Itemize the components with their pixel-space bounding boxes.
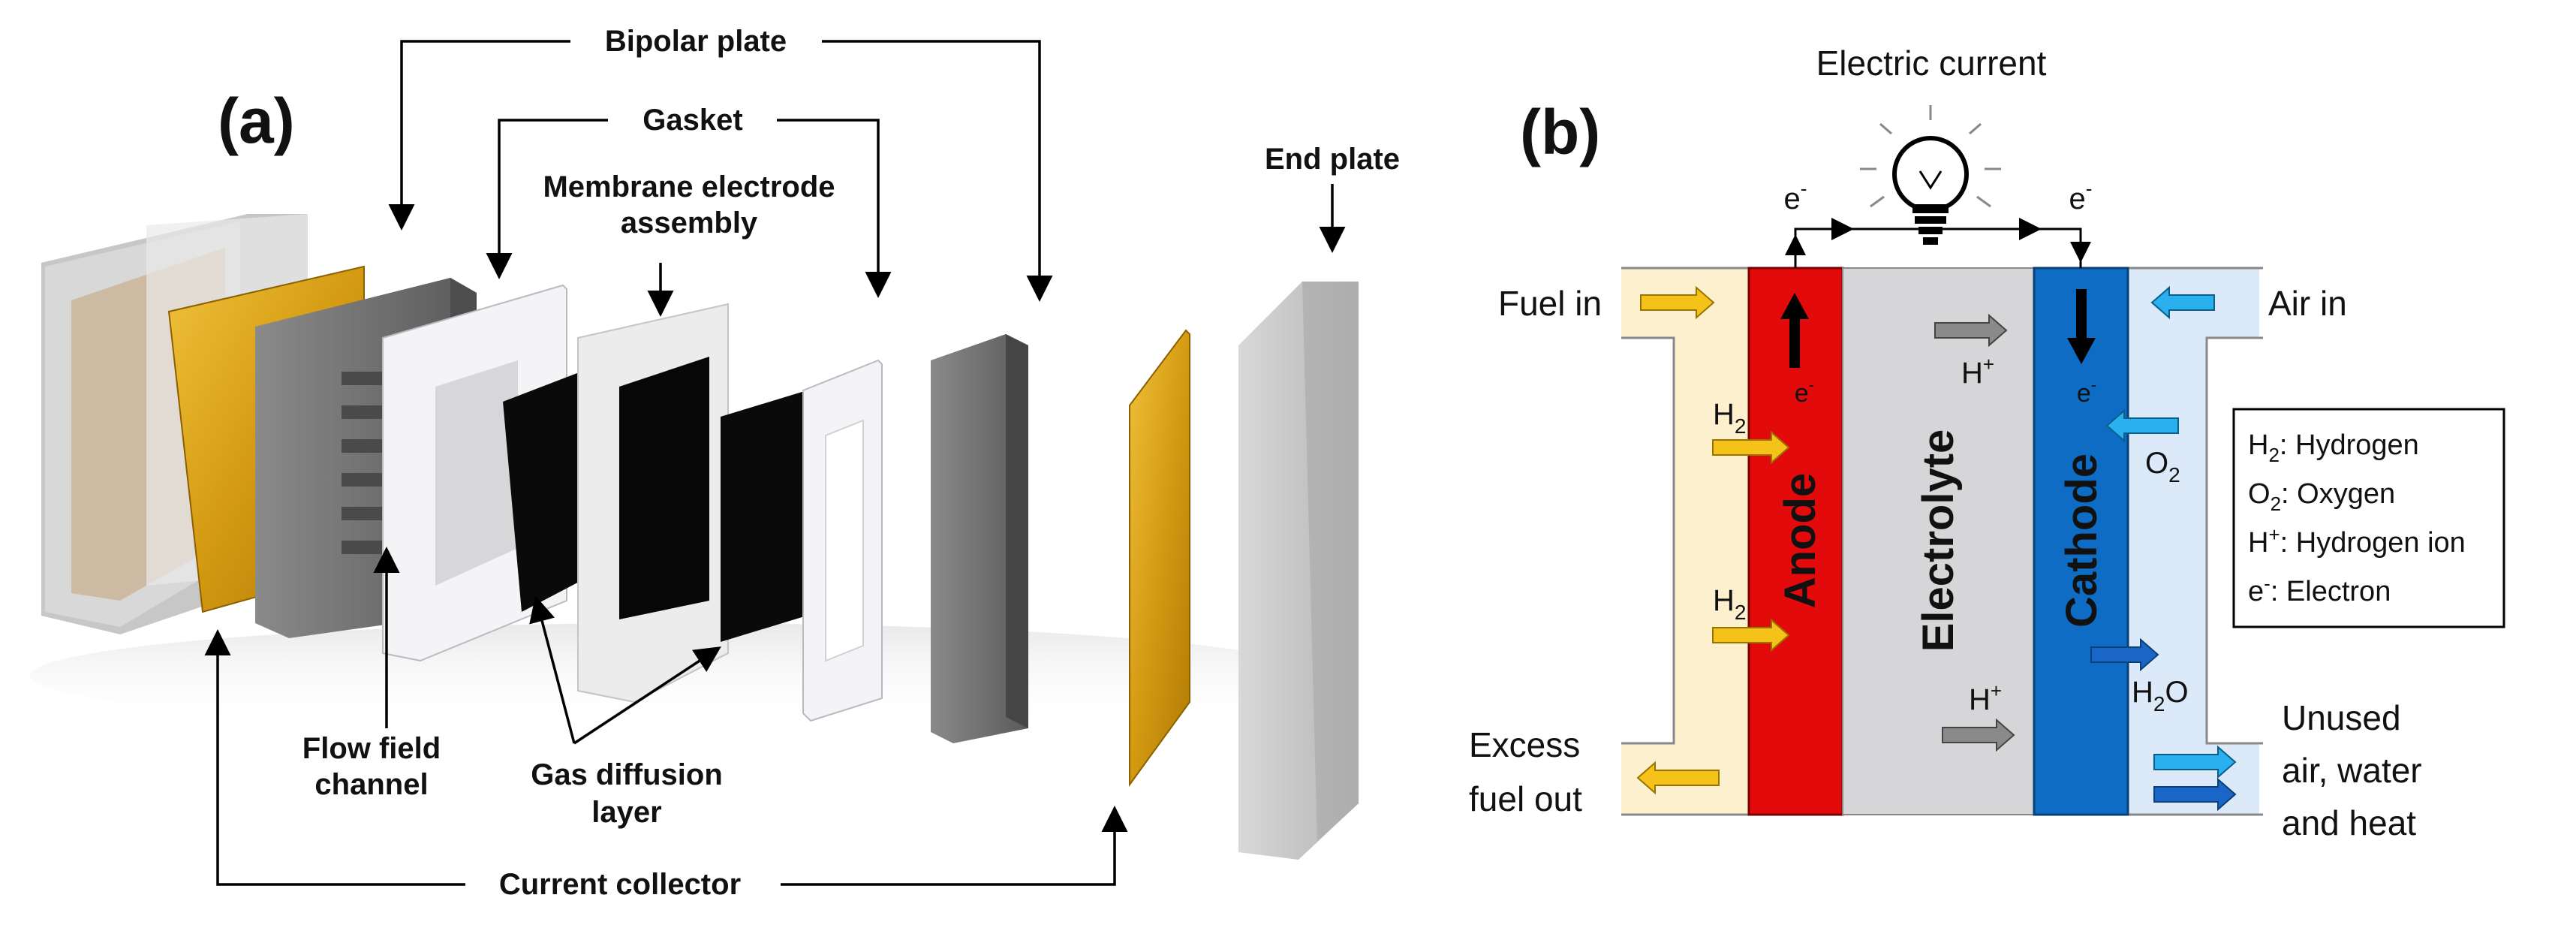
cathode-electron-label: e- (2077, 375, 2096, 408)
h-plus-arrow-upper (1934, 313, 2008, 348)
air-in-label: Air in (2268, 284, 2347, 323)
anode-electron-label: e- (1795, 375, 1814, 408)
anode-label: Anode (1776, 473, 1825, 608)
fuel-in-arrow (1640, 285, 1715, 320)
fuel-in-label: Fuel in (1498, 284, 1602, 323)
h2-arrow-lower (1712, 618, 1790, 652)
fuel-channel (1621, 268, 1749, 815)
air-in-arrow (2150, 285, 2215, 320)
unused-air-arrow-2 (2153, 777, 2237, 812)
left-gas-diffusion-layer (503, 364, 600, 612)
flow-field-label-line1: Flow field (302, 732, 441, 765)
air-channel (2128, 268, 2259, 815)
right-gas-diffusion-layer (721, 390, 807, 642)
h2o-label: H2O (2132, 676, 2189, 716)
bipolar-plate-leader (388, 40, 570, 230)
end-plate-label: End plate (1265, 143, 1400, 176)
panel-a-tag: (a) (218, 86, 295, 156)
current-collector-leader-left (204, 629, 465, 886)
anode-electron-arrow (1780, 293, 1809, 368)
excess-fuel-label-line1: Excess (1469, 725, 1580, 764)
gasket-label: Gasket (642, 104, 742, 137)
h-plus-arrow-lower (1942, 718, 2015, 752)
panel-b: (b) Electric current Anode Electrolyte C… (1469, 44, 2505, 842)
right-end-plate (1238, 282, 1359, 860)
right-current-collector (1129, 329, 1190, 788)
current-collector-leader-right (781, 806, 1128, 886)
legend-item: O2: Oxygen (2248, 478, 2395, 515)
panel-a: (a) (30, 25, 1400, 901)
membrane-electrode-assembly (577, 303, 729, 704)
unused-label-line2: air, water (2282, 751, 2422, 790)
flow-field-label-line2: channel (314, 768, 428, 801)
panel-b-tag: (b) (1520, 97, 1600, 167)
cathode-electron-arrow (2067, 289, 2096, 364)
light-bulb-icon (1860, 105, 2001, 245)
gdl-label-line1: Gas diffusion (531, 758, 723, 791)
o2-arrow (2105, 408, 2179, 443)
unused-air-arrow-1 (2153, 745, 2237, 779)
h2-label-upper: H2 (1713, 398, 1746, 438)
electron-label-left: e- (1784, 177, 1807, 215)
h2o-arrow (2090, 637, 2159, 672)
gasket-leader (486, 119, 608, 279)
gdl-leader-left (529, 595, 576, 744)
right-gasket (802, 359, 883, 722)
legend-item: H2: Hydrogen (2248, 429, 2419, 466)
gdl-label-line2: layer (591, 796, 661, 829)
right-bipolar-plate (931, 334, 1028, 743)
o2-label: O2 (2145, 447, 2180, 487)
legend-item: H+: Hydrogen ion (2248, 523, 2466, 559)
mea-label-line1: Membrane electrode (543, 170, 835, 203)
legend-item: e-: Electron (2248, 572, 2391, 607)
cathode-label: Cathode (2057, 453, 2106, 628)
unused-label-line3: and heat (2282, 803, 2416, 842)
electron-label-right: e- (2069, 177, 2093, 215)
gdl-leader-right (573, 646, 721, 745)
electrolyte-label: Electrolyte (1914, 429, 1963, 652)
excess-fuel-arrow (1636, 761, 1720, 795)
current-collector-label: Current collector (499, 868, 741, 901)
h2-arrow-upper (1712, 430, 1790, 465)
excess-fuel-label-line2: fuel out (1469, 779, 1582, 818)
mea-label-line2: assembly (621, 206, 758, 240)
legend: H2: Hydrogen O2: Oxygen H+: Hydrogen ion… (2232, 408, 2505, 628)
electric-current-title: Electric current (1816, 44, 2047, 83)
h-plus-label-upper: H+ (1961, 353, 1994, 390)
bipolar-plate-label: Bipolar plate (605, 25, 787, 58)
unused-label-line1: Unused (2282, 698, 2401, 737)
h-plus-label-lower: H+ (1969, 679, 2002, 716)
electrolyte-layer (1842, 267, 2035, 815)
h2-label-lower: H2 (1713, 584, 1746, 624)
